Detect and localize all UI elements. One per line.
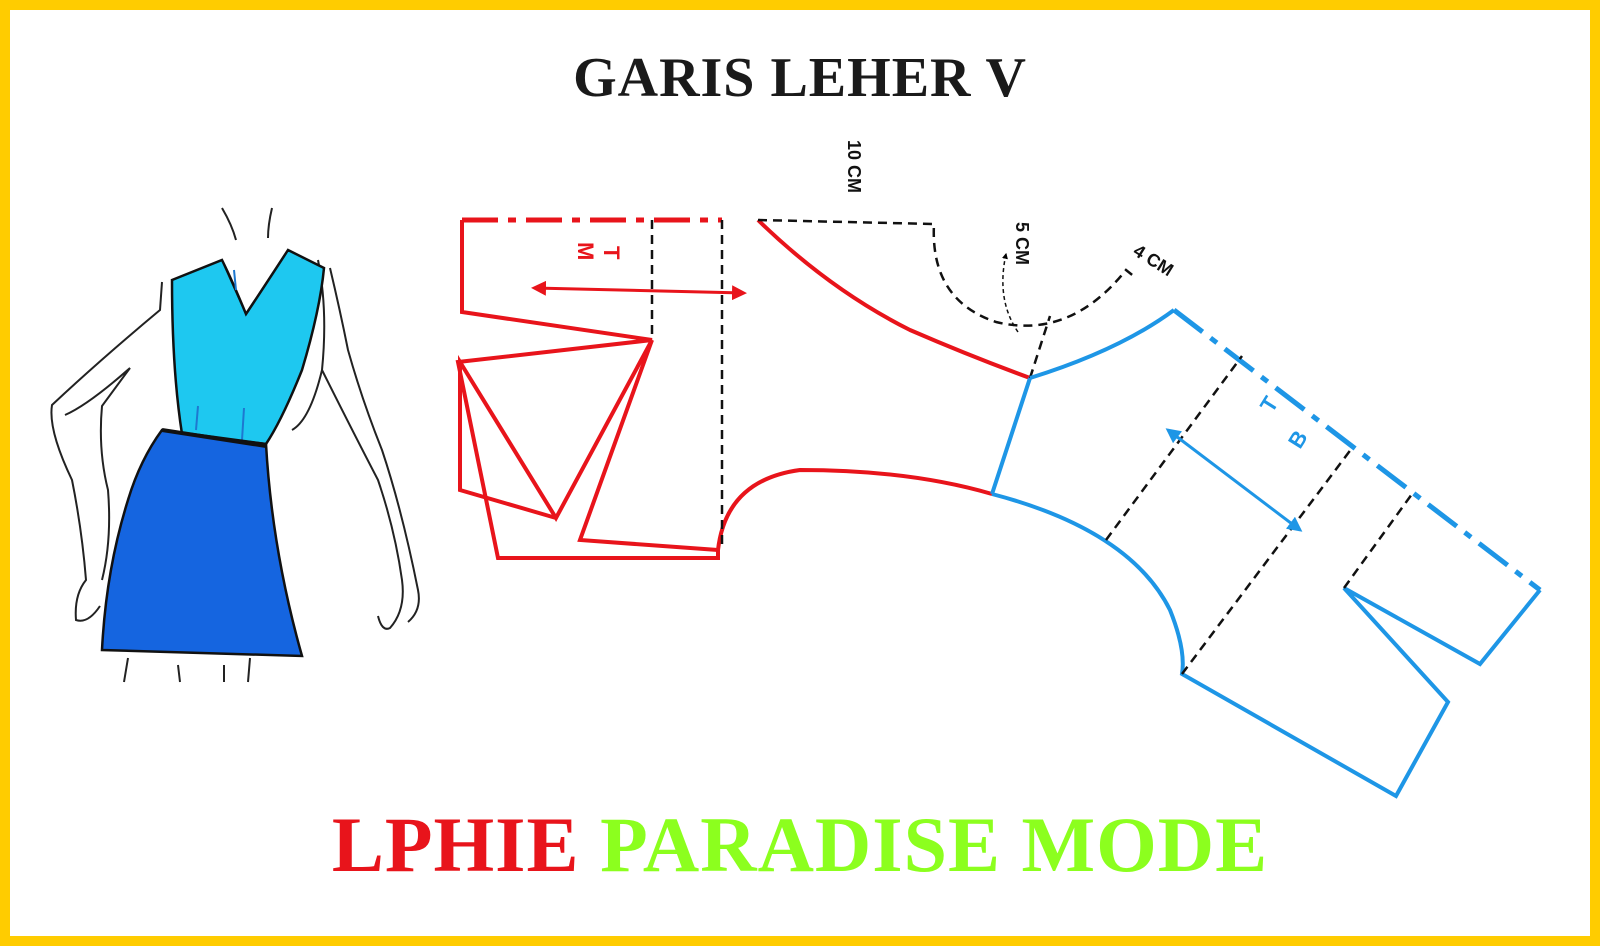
back-b-label: B (1283, 426, 1313, 453)
measure-10cm-label: 10 CM (844, 140, 864, 193)
front-outline (455, 220, 720, 560)
back-neckline (1029, 308, 1176, 380)
brand-part-2: PARADISE MODE (600, 801, 1269, 888)
back-tb-arrow (1165, 428, 1303, 532)
pattern-diagram: 10 CM 5 CM 4 CM T M T B (50, 140, 1542, 799)
left-arm-outline (50, 281, 163, 622)
brand-part-1: LPHIE (331, 801, 580, 888)
neck-outline (221, 207, 273, 241)
back-guide-lines (1104, 355, 1414, 675)
measure-4cm-label: 4 CM (1130, 240, 1177, 280)
skirt (100, 428, 304, 658)
back-outline (991, 492, 1542, 799)
front-guide-lines (650, 220, 724, 550)
back-t-label: T (1255, 392, 1284, 417)
measure-5cm-label: 5 CM (1012, 222, 1032, 265)
brand-title: LPHIE PARADISE MODE (10, 800, 1590, 890)
front-m-label: M (573, 242, 598, 260)
front-dart-2 (577, 339, 719, 552)
neck-guides (757, 218, 1137, 379)
bust-lines (195, 269, 245, 441)
five-cm-arrow (1002, 252, 1019, 333)
legs-outline (123, 657, 251, 683)
front-armhole (716, 467, 993, 551)
back-center-line (1172, 308, 1542, 592)
page-title: GARIS LEHER V (573, 47, 1027, 109)
front-dart-1 (458, 339, 654, 523)
neckline-v (221, 249, 289, 317)
neck-guide-curve (757, 218, 1137, 327)
shoulder-guide (1028, 315, 1052, 379)
back-shoulder-seam (990, 377, 1032, 495)
right-arm-outline (291, 259, 420, 630)
back-pattern (990, 308, 1542, 799)
dress-illustration (50, 207, 420, 683)
front-neckline (756, 218, 1031, 380)
front-t-label: T (599, 246, 624, 260)
waistband (161, 428, 267, 448)
front-tm-arrow (531, 280, 747, 301)
front-pattern (455, 217, 1031, 560)
top-garment (170, 248, 326, 446)
